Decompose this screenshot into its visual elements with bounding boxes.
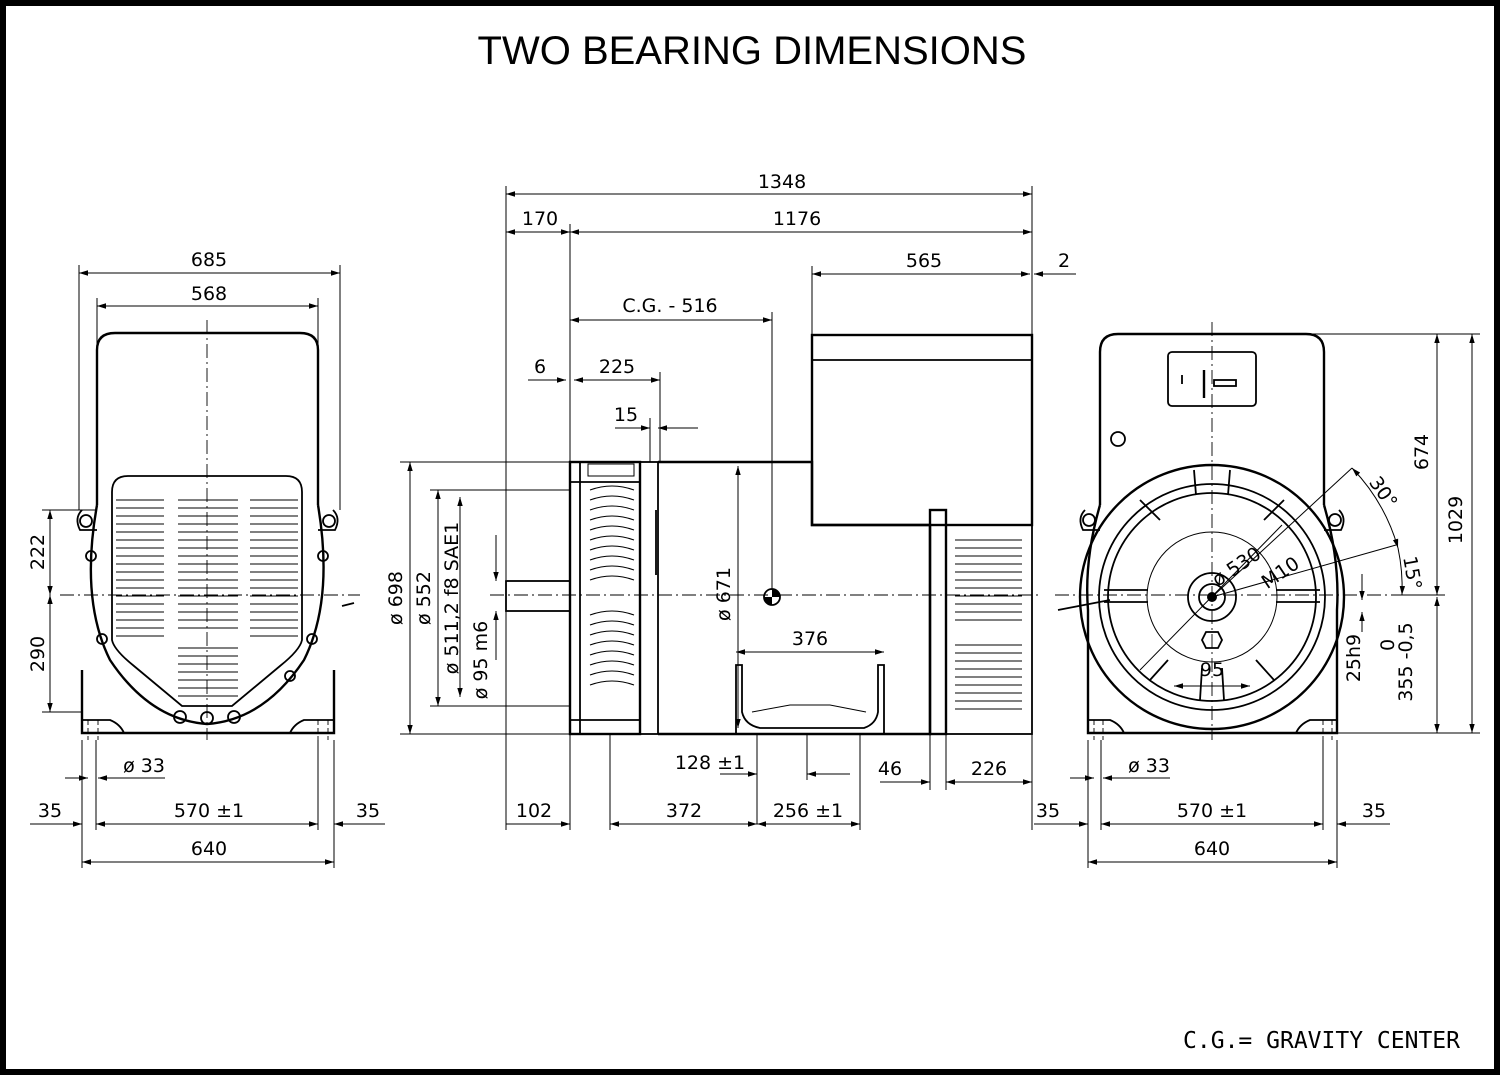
dim-1348: 1348 [758,171,806,193]
dim-dia-698: ø 698 [385,571,407,625]
dim-128: 128 ±1 [675,752,745,774]
page-title: TWO BEARING DIMENSIONS [478,29,1027,73]
dim-640-r: 640 [1194,838,1230,860]
dim-35-left-r: 35 [1036,800,1060,822]
dim-170: 170 [522,208,558,230]
dim-568: 568 [191,283,227,305]
dim-cg-516: C.G. - 516 [622,295,717,317]
dim-key-95: 95 [1200,659,1224,681]
dim-35-left: 35 [38,800,62,822]
dim-1176: 1176 [773,208,821,230]
dim-25h9: 25h9 [1343,634,1365,682]
side-view: 1348 170 1176 565 2 C.G. - 516 6 225 15 … [385,171,1076,830]
dim-dia-671: ø 671 [713,567,735,621]
dim-355-top: 0 [1377,639,1399,651]
dim-15: 15 [614,404,638,426]
dim-226: 226 [971,758,1007,780]
dim-dia-95: ø 95 m6 [470,621,492,699]
dim-2: 2 [1058,250,1070,272]
dim-570-r: 570 ±1 [1177,800,1247,822]
dim-1029: 1029 [1445,496,1467,544]
dim-256: 256 ±1 [773,800,843,822]
dim-222: 222 [27,534,49,570]
dim-372: 372 [666,800,702,822]
dim-565: 565 [906,250,942,272]
dim-376: 376 [792,628,828,650]
dim-35-right: 35 [356,800,380,822]
dim-35-right-r: 35 [1362,800,1386,822]
dim-dia-552: ø 552 [413,571,435,625]
dim-hole-33: ø 33 [123,755,165,777]
gravity-center-note: C.G.= GRAVITY CENTER [1183,1028,1460,1054]
dim-640: 640 [191,838,227,860]
dim-685: 685 [191,249,227,271]
front-view: 685 568 222 290 ø 33 35 570 ±1 35 640 [27,249,385,868]
dim-102: 102 [516,800,552,822]
dim-225: 225 [599,356,635,378]
dim-355: 355 -0,5 [1395,622,1417,701]
drive-end-view: 30° 15° ø 530 M10 95 674 1029 25h9 0 355… [1034,322,1480,868]
dim-6: 6 [534,356,546,378]
dim-hole-33-right: ø 33 [1128,755,1170,777]
dim-570: 570 ±1 [174,800,244,822]
dim-dia-511: ø 511,2 f8 SAE1 [441,522,463,674]
dim-46: 46 [878,758,902,780]
angle-30: 30° [1364,472,1401,512]
dim-290: 290 [27,636,49,672]
dim-674: 674 [1411,434,1433,470]
